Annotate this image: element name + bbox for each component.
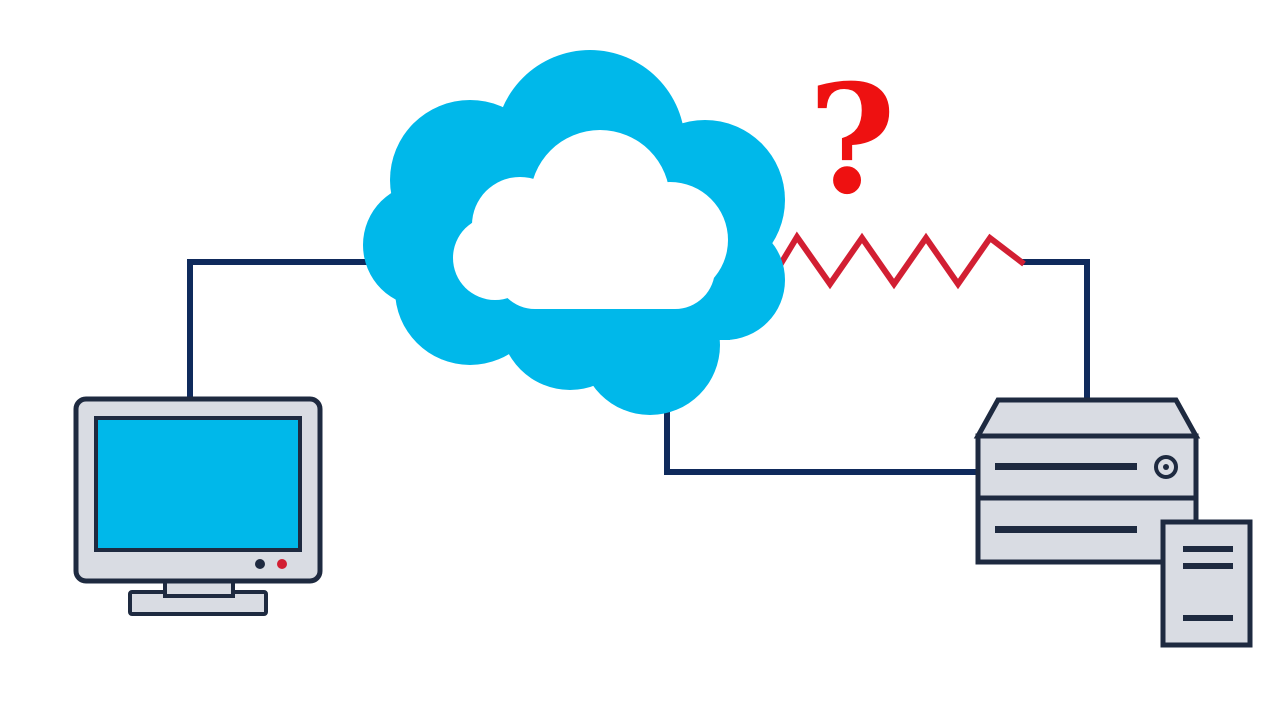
cloud-icon — [363, 50, 785, 415]
broken-connection-zigzag — [765, 231, 1026, 290]
document-line-3 — [1183, 615, 1233, 621]
monitor-screen — [94, 416, 302, 552]
document-line-2 — [1183, 563, 1233, 569]
document-icon — [1160, 519, 1253, 648]
monitor-button — [255, 559, 265, 569]
server-top-panel — [973, 397, 1201, 439]
question-mark-annotation: ? — [808, 52, 896, 228]
desktop-computer-icon — [73, 396, 323, 616]
connection-computer-cloud — [187, 259, 372, 398]
server-icon — [973, 397, 1201, 565]
monitor-power-led — [277, 559, 287, 569]
server-power-dot — [1163, 464, 1169, 470]
server-unit-2-slot — [995, 526, 1137, 533]
server-unit-1-slot — [995, 463, 1137, 470]
document-line-1 — [1183, 546, 1233, 552]
connection-server-riser — [1022, 259, 1090, 400]
connection-cloud-server — [664, 405, 980, 475]
document-body — [1160, 519, 1253, 648]
